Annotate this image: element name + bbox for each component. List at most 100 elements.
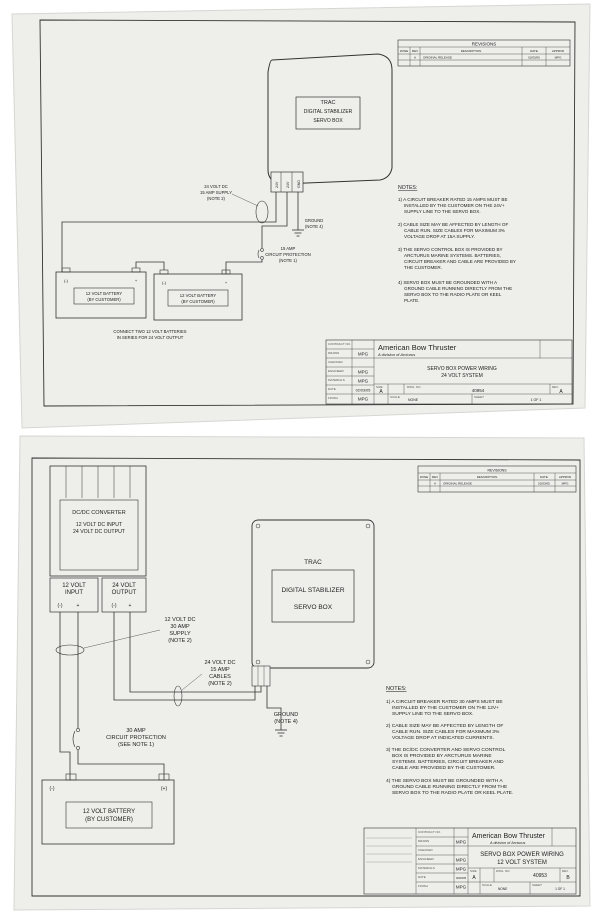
- tb-value: MPG: [358, 352, 369, 357]
- mount-screw: [365, 523, 371, 529]
- revisions-header: DESCRIPTION: [477, 475, 498, 479]
- note-line: SERVO BOX TO THE RADIO PLATE OR KEEL PLA…: [392, 790, 513, 796]
- battery-terminal: [221, 269, 231, 275]
- battery-polarity: (-): [162, 280, 167, 285]
- revisions-table: REVISIONS ZONE REV DESCRIPTION DATE APPR…: [397, 39, 571, 67]
- tb-label: ENGINEER: [418, 857, 435, 861]
- note-line: GROUND CABLE RUNNING DIRECTLY FROM THE: [392, 784, 508, 790]
- paper-sheet: [13, 435, 591, 911]
- notes-title: NOTES:: [386, 686, 407, 692]
- company-division: A division of Arcturus: [489, 841, 525, 845]
- drawing-title-1: SERVO BOX POWER WIRING: [480, 852, 564, 858]
- tb-label: DRAWN: [328, 351, 339, 355]
- wire-positive-to-battery: [77, 750, 165, 780]
- battery-polarity: +: [135, 278, 138, 283]
- supply-label: 12 VOLT DC: [165, 617, 196, 623]
- servo-title: TRAC: [321, 100, 336, 106]
- tb-value: MPG: [358, 379, 369, 384]
- battery-right-label: (BY CUSTOMER): [181, 299, 215, 304]
- company-division: A division of Arcturus: [377, 352, 415, 357]
- revisions-cell: A: [414, 56, 416, 60]
- supply-label: 24 VOLT DC: [204, 184, 228, 189]
- circuit-label: (SEE NOTE 1): [118, 742, 154, 748]
- sheet-value: 1 OF 1: [531, 398, 542, 402]
- wire-positive: [261, 192, 288, 248]
- cables-label: CABLES: [209, 674, 231, 680]
- cable-bundle-marker: [255, 200, 269, 224]
- size-value: A: [472, 875, 476, 881]
- rev-value: A: [559, 389, 563, 395]
- tb-label: CONTRACT NO.: [418, 830, 441, 834]
- tb-value: 02/03/05: [456, 876, 467, 880]
- leader-line: [181, 673, 203, 691]
- battery-terminal: [158, 773, 170, 781]
- servo-line-2: SERVO BOX: [294, 604, 333, 611]
- drawing-title-2: 24 VOLT SYSTEM: [441, 373, 483, 379]
- battery-left: [55, 271, 147, 319]
- tb-label: CONTRACT NO.: [328, 342, 351, 346]
- polarity-label: +: [129, 603, 132, 609]
- tb-label: FINISH: [328, 396, 338, 400]
- mount-screw: [365, 659, 371, 665]
- note-line: 2) CABLE SIZE MAY BE AFFECTED BY LENGTH …: [386, 723, 503, 729]
- battery-right-label: 12 VOLT BATTERY: [180, 293, 217, 298]
- note-line: SUPPLY LINE TO THE SERVO BOX.: [404, 209, 481, 214]
- revisions-header: DESCRIPTION: [461, 49, 482, 53]
- sheet-label: SHEET: [532, 883, 542, 887]
- wire-ground: [266, 686, 282, 730]
- tb-label: CHECKED: [328, 360, 344, 364]
- note-line: BOX IS PROVIDED BY ARCTURUS MARINE: [392, 753, 492, 759]
- polarity-label: (-): [112, 603, 117, 609]
- tb-value: MPG: [456, 840, 467, 845]
- dwg-label: DWG. NO.: [496, 869, 510, 873]
- leader-line: [231, 193, 259, 207]
- tb-value: MPG: [456, 867, 467, 872]
- ground-label: GROUND: [305, 218, 324, 223]
- wire-input-negative: [59, 612, 71, 780]
- series-jumper: [135, 261, 165, 270]
- note-line: INSTALLED BY THE CUSTOMER ON THE 24V+: [404, 203, 505, 208]
- note-line: 3) THE DC/DC CONVERTER AND SERVO CONTROL: [386, 747, 506, 753]
- tb-label: ENGINEER: [328, 369, 345, 373]
- cable-bundle-marker: [173, 685, 183, 707]
- tb-label: FINISH: [418, 884, 428, 888]
- note-line: PLATE.: [404, 298, 420, 303]
- tb-label: MATERIALS: [328, 378, 345, 382]
- note-line: 2) CABLE SIZE MAY BE AFFECTED BY LENGTH …: [398, 222, 508, 227]
- input-terminal-block: [49, 577, 99, 613]
- note-line: 1) A CIRCUIT BREAKER RATED 15 AMPS MUST …: [398, 197, 508, 202]
- output-label: OUTPUT: [112, 590, 137, 596]
- battery-polarity: (-): [50, 786, 55, 792]
- circuit-label: CIRCUIT PROTECTION: [106, 735, 166, 741]
- mount-screw: [255, 523, 261, 529]
- revisions-cell: ORIGINAL RELEASE: [443, 482, 472, 486]
- tb-value: 02/03/05: [356, 389, 371, 393]
- output-label: 24 VOLT: [112, 583, 136, 589]
- revisions-title: REVISIONS: [472, 42, 497, 47]
- supply-label: (NOTE 2): [168, 638, 192, 644]
- note-line: CABLE RUN. SIZE CABLES FOR MAXIMUM 3%: [404, 228, 505, 233]
- revisions-cell: 02/03/05: [538, 482, 550, 486]
- breaker-contact: [76, 728, 80, 732]
- converter-label-box: [59, 499, 139, 571]
- drawing-title-1: SERVO BOX POWER WIRING: [427, 366, 497, 372]
- revisions-header: APPRVD: [552, 49, 565, 53]
- sheet-value: 1 OF 1: [555, 887, 565, 891]
- scale-value: NONE: [408, 398, 419, 402]
- servo-line-1: DIGITAL STABILIZER: [304, 109, 353, 115]
- servo-label-panel: [271, 569, 355, 623]
- note-line: CIRCUIT BREAKER AND CABLE ARE PROVIDED B…: [404, 259, 516, 264]
- battery-terminal: [65, 773, 77, 781]
- dwg-number: 40954: [472, 388, 485, 393]
- note-line: 1) A CIRCUIT BREAKER RATED 30 AMPS MUST …: [386, 699, 503, 705]
- battery-label-box: [167, 289, 229, 307]
- breaker-contact: [260, 256, 264, 260]
- note-line: SUPPLY LINE TO THE SERVO BOX.: [392, 711, 474, 717]
- connect-label: IN SERIES FOR 24 VOLT OUTPUT: [117, 335, 184, 340]
- tb-value: MPG: [456, 885, 467, 890]
- note-line: CABLE RUN. SIZE CABLES FOR MAXIMUM 3%: [392, 729, 500, 735]
- breaker-contact: [76, 746, 80, 750]
- paper-sheet: [11, 3, 591, 429]
- revisions-title: REVISIONS: [487, 469, 507, 473]
- servo-label-panel: [295, 96, 361, 130]
